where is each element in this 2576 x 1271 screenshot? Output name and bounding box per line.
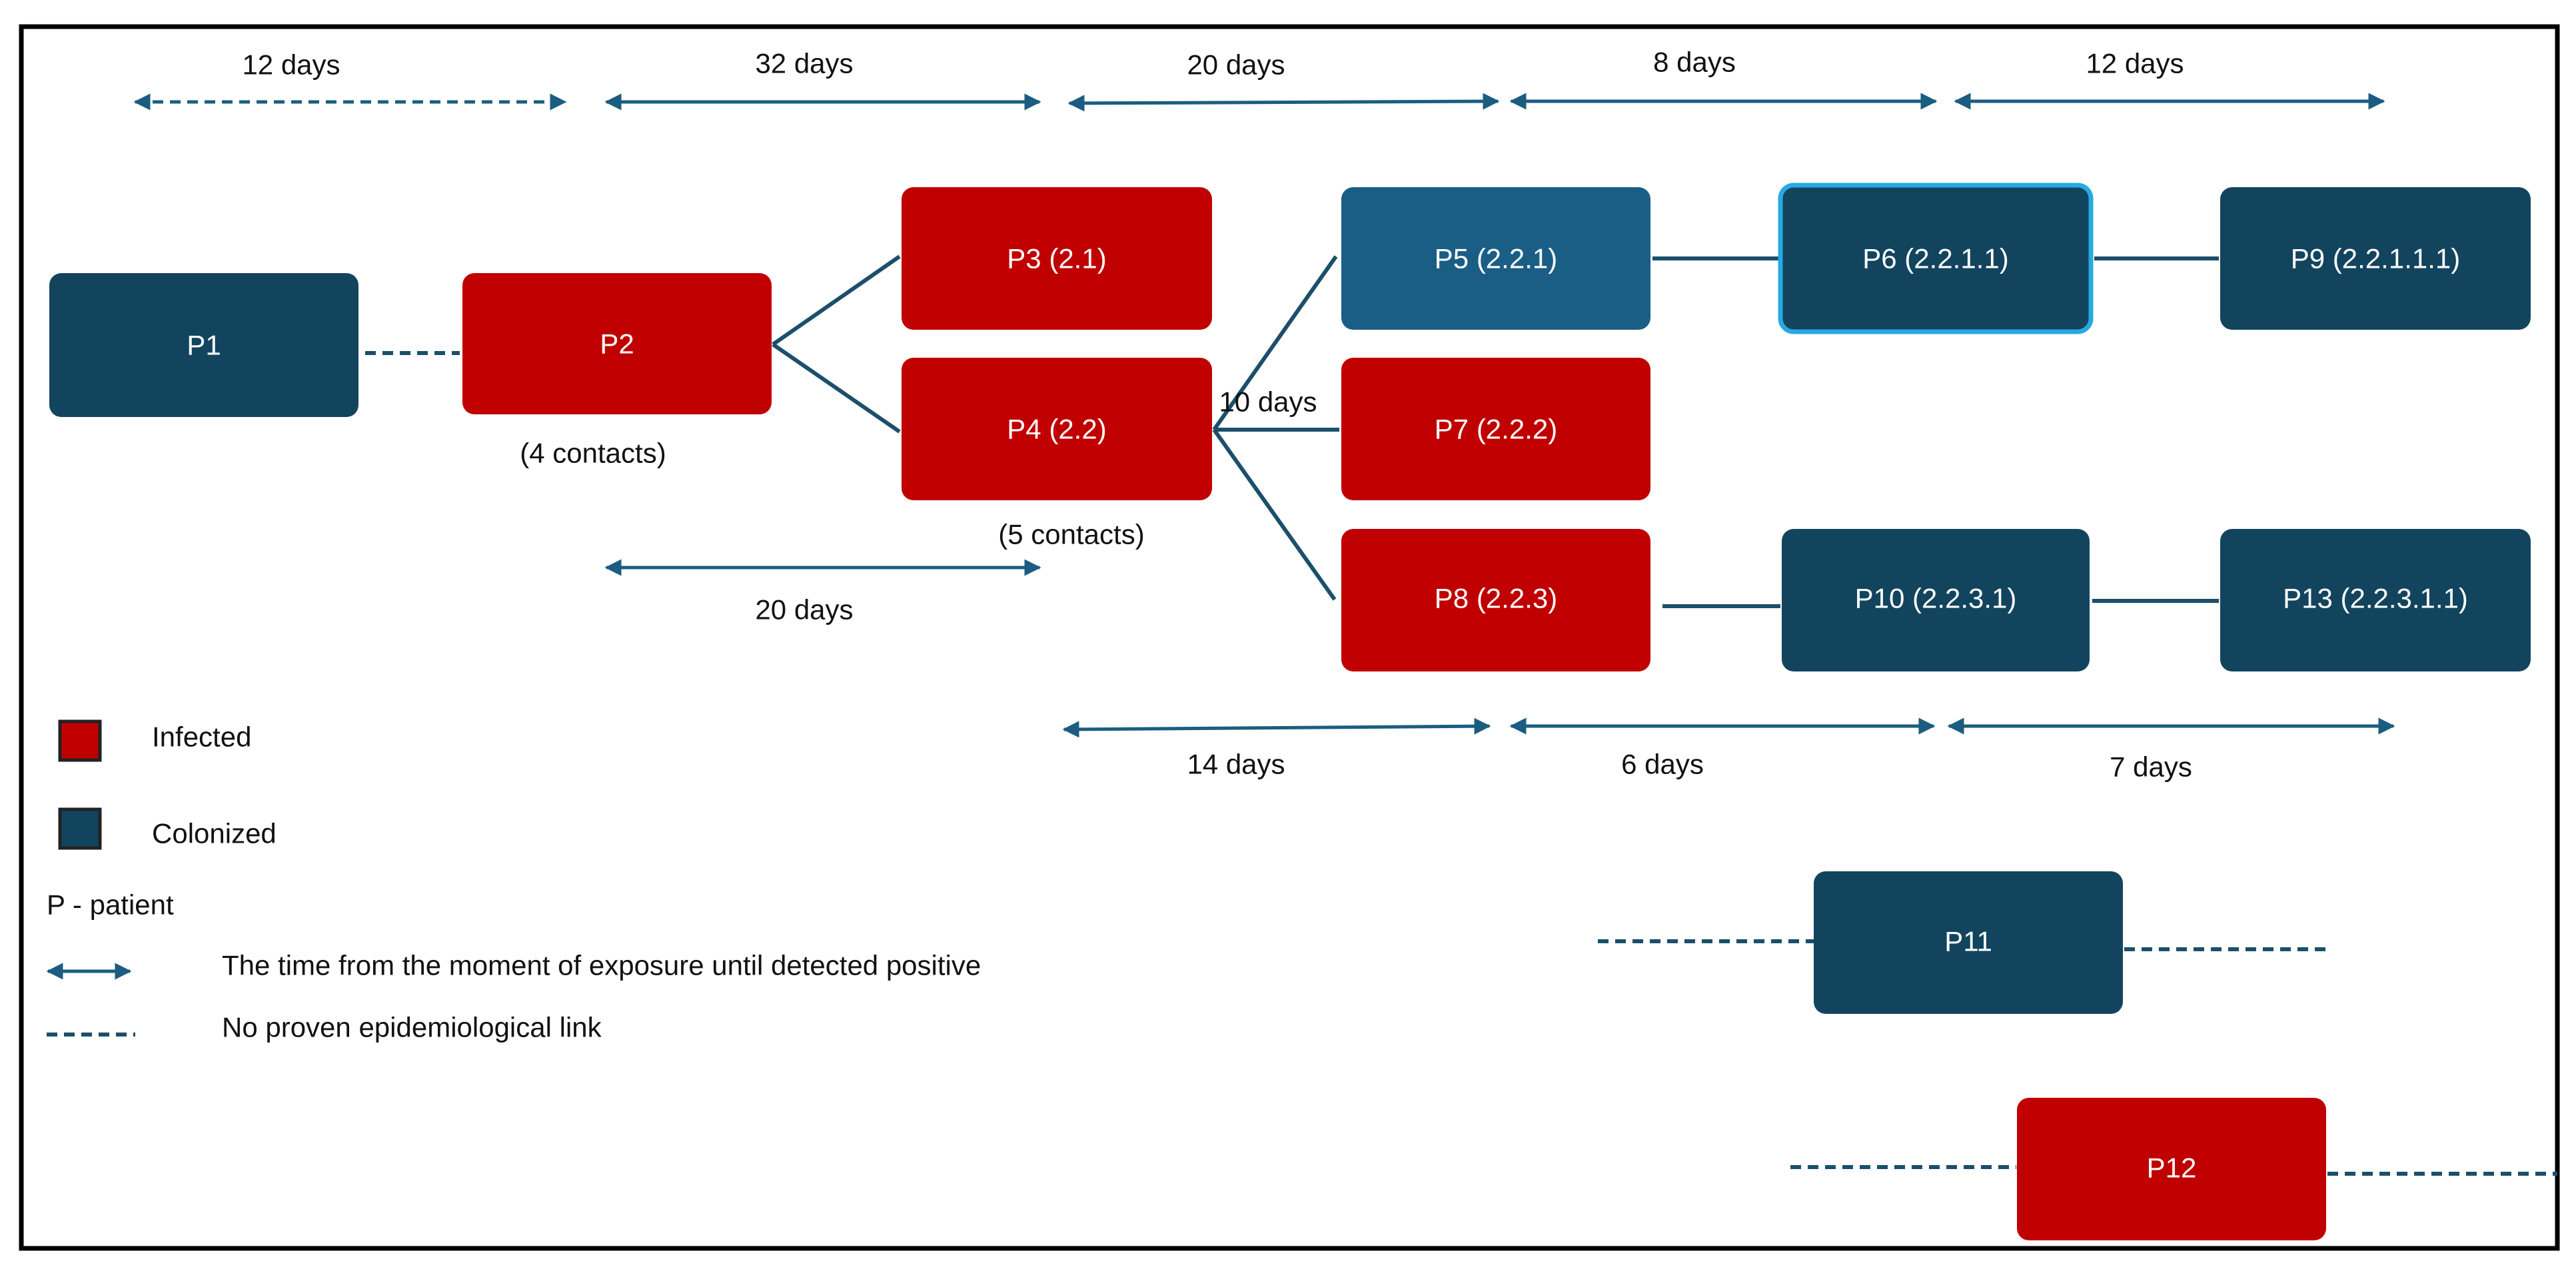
interval-arrow-p4-p5 bbox=[1067, 93, 1500, 112]
p2-contacts-note: (4 contacts) bbox=[520, 438, 666, 469]
patient-label: P8 (2.2.3) bbox=[1435, 583, 1557, 614]
interval-label-bottom-1: 14 days bbox=[1187, 749, 1285, 780]
patient-label: P3 (2.1) bbox=[1007, 243, 1106, 274]
patient-node-p4: P4 (2.2) bbox=[902, 358, 1212, 500]
legend: Infected Colonized P - patient The time … bbox=[46, 719, 981, 1043]
interval-label-p4-p7: 10 days bbox=[1219, 386, 1317, 418]
patient-node-p10: P10 (2.2.3.1) bbox=[1782, 529, 2090, 671]
legend-dash-label: No proven epidemiological link bbox=[222, 1012, 602, 1043]
interval-label-p2-p4-lower: 20 days bbox=[755, 594, 853, 626]
interval-label-top-1: 12 days bbox=[242, 49, 340, 81]
patient-label: P9 (2.2.1.1.1) bbox=[2291, 243, 2460, 274]
patient-node-p12: P12 bbox=[2017, 1098, 2326, 1240]
patient-label: P5 (2.2.1) bbox=[1435, 243, 1557, 274]
patient-label: P1 bbox=[187, 330, 221, 361]
link-p4-p5 bbox=[1212, 255, 1338, 431]
patient-label: P7 (2.2.2) bbox=[1435, 414, 1557, 445]
patient-label: P4 (2.2) bbox=[1007, 414, 1106, 445]
legend-patient-note: P - patient bbox=[47, 889, 174, 921]
patient-label: P6 (2.2.1.1) bbox=[1862, 243, 2008, 274]
interval-label-bottom-3: 7 days bbox=[2110, 751, 2192, 783]
interval-label-top-4: 8 days bbox=[1653, 47, 1736, 78]
patient-node-p1: P1 bbox=[49, 273, 358, 417]
patient-label: P10 (2.2.3.1) bbox=[1855, 583, 2017, 614]
interval-label-top-3: 20 days bbox=[1187, 49, 1285, 81]
diagram-frame bbox=[19, 24, 2560, 1251]
link-p2-p3 bbox=[772, 254, 901, 346]
legend-arrow-label: The time from the moment of exposure unt… bbox=[222, 950, 981, 981]
p4-contacts-note: (5 contacts) bbox=[998, 519, 1144, 550]
patient-node-p13: P13 (2.2.3.1.1) bbox=[2220, 529, 2531, 671]
link-p4-p8 bbox=[1212, 428, 1337, 601]
interval-arrow-p4-p8 bbox=[1062, 717, 1491, 738]
link-p2-p4 bbox=[772, 342, 901, 434]
patient-node-p3: P3 (2.1) bbox=[902, 187, 1212, 330]
legend-infected-swatch bbox=[58, 719, 102, 762]
patient-node-p9: P9 (2.2.1.1.1) bbox=[2220, 187, 2531, 330]
patient-label: P12 bbox=[2147, 1152, 2197, 1184]
patient-node-p7: P7 (2.2.2) bbox=[1341, 358, 1650, 500]
patient-node-p6: P6 (2.2.1.1) bbox=[1778, 183, 2094, 334]
patient-node-p11: P11 bbox=[1814, 871, 2123, 1014]
patient-label: P11 bbox=[1944, 926, 1992, 957]
patient-label: P13 (2.2.3.1.1) bbox=[2283, 583, 2468, 614]
interval-label-top-2: 32 days bbox=[755, 48, 853, 79]
patient-node-p8: P8 (2.2.3) bbox=[1341, 529, 1650, 671]
patient-node-p2: P2 bbox=[462, 273, 772, 414]
patient-node-p5: P5 (2.2.1) bbox=[1341, 187, 1650, 330]
legend-colonized-swatch bbox=[58, 807, 102, 850]
patient-label: P2 bbox=[600, 328, 634, 360]
legend-infected-label: Infected bbox=[152, 721, 251, 753]
legend-colonized-label: Colonized bbox=[152, 818, 277, 849]
interval-label-top-5: 12 days bbox=[2086, 48, 2184, 79]
interval-label-bottom-2: 6 days bbox=[1621, 749, 1704, 780]
